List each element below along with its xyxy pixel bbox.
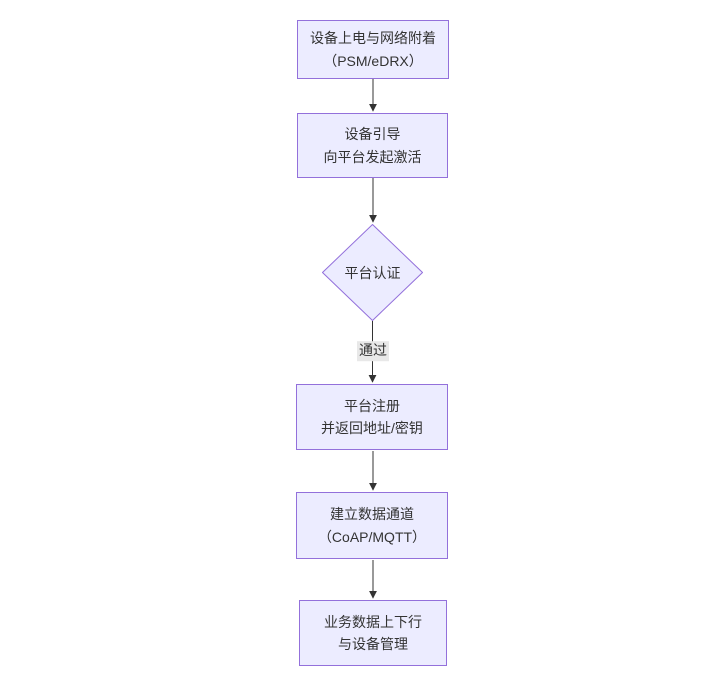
diamond-shape bbox=[322, 224, 423, 321]
node-business-data: 业务数据上下行 与设备管理 bbox=[299, 600, 447, 666]
node-label-line2: 与设备管理 bbox=[338, 636, 408, 652]
node-label-line1: 平台注册 bbox=[344, 397, 400, 414]
node-label-line2: （CoAP/MQTT） bbox=[317, 528, 427, 545]
node-label-line1: 业务数据上下行 bbox=[324, 613, 422, 630]
node-label-line1: 设备上电与网络附着 bbox=[310, 30, 436, 47]
node-label-line1: 平台认证 bbox=[344, 264, 401, 281]
node-label-line1: 建立数据通道 bbox=[330, 506, 414, 523]
node-label-line2: （PSM/eDRX） bbox=[323, 52, 423, 69]
node-platform-auth-decision: 平台认证 bbox=[322, 224, 423, 321]
node-label-line1: 设备引导 bbox=[344, 126, 401, 143]
node-label-line2: 并返回地址/密钥 bbox=[321, 420, 423, 436]
node-label-line2: 向平台发起激活 bbox=[323, 148, 422, 165]
node-platform-register: 平台注册 并返回地址/密钥 bbox=[296, 384, 448, 450]
node-data-channel: 建立数据通道 （CoAP/MQTT） bbox=[296, 492, 448, 559]
node-power-on-attach: 设备上电与网络附着 （PSM/eDRX） bbox=[297, 20, 449, 79]
edge-label-pass: 通过 bbox=[357, 341, 389, 361]
node-bootstrap-activate: 设备引导 向平台发起激活 bbox=[297, 113, 448, 178]
